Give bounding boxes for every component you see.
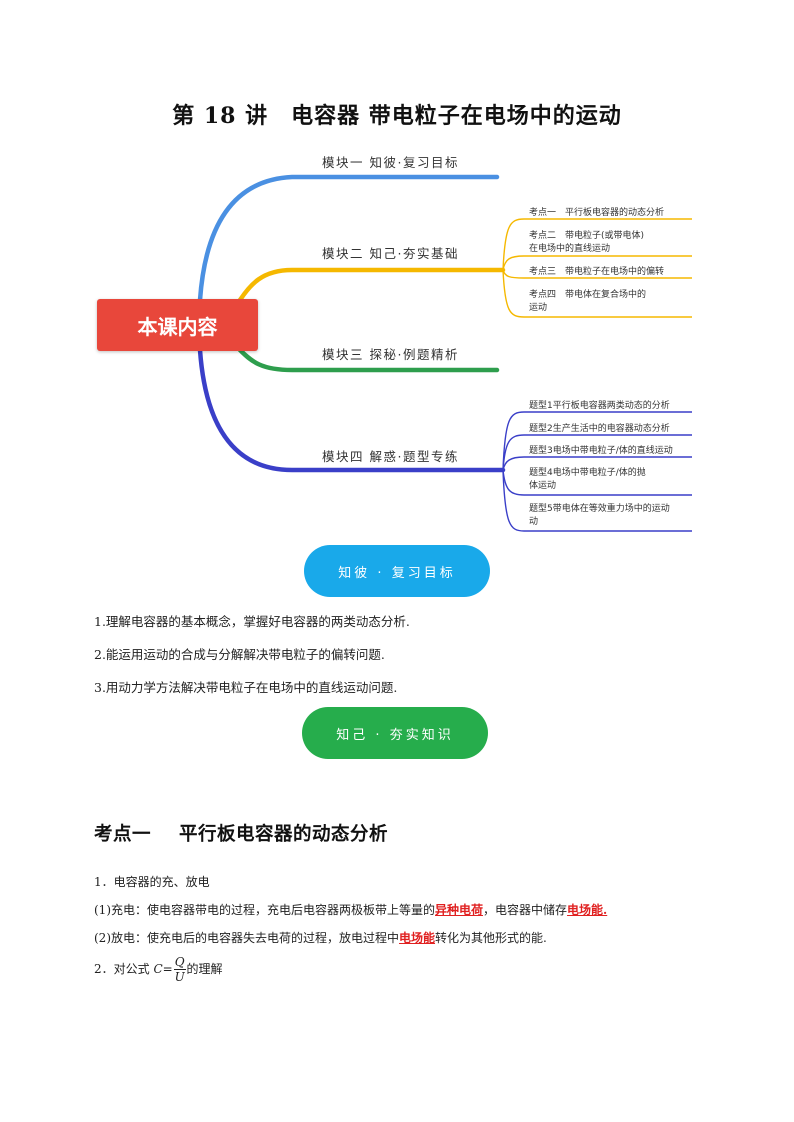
charge-text-mid: ，电容器中储存 <box>483 903 568 917</box>
charge-paragraph: (1)充电：使电容器带电的过程，充电后电容器两极板带上等量的异种电荷，电容器中储… <box>94 901 607 918</box>
sub-connector-2-2 <box>502 255 692 271</box>
sub-connector-2-1 <box>502 218 692 271</box>
formula-prefix: 2．对公式 <box>94 962 154 976</box>
sub-connector-4-2 <box>502 434 692 471</box>
sub-label-4-5: 题型5带电体在等效重力场中的运动动 <box>529 502 670 527</box>
sub-label-2-1: 考点一 平行板电容器的动态分析 <box>529 206 664 218</box>
goal-item-2: 2.能运用运动的合成与分解解决带电粒子的偏转问题. <box>94 647 385 662</box>
highlight-field-energy: 电场能. <box>567 903 608 917</box>
sub-label-2-4: 考点四 带电体在复合场中的运动 <box>529 288 646 313</box>
sub-label-4-1: 题型1平行板电容器两类动态的分析 <box>529 399 670 411</box>
sub-label-2-3-line: 考点三 带电粒子在电场中的偏转 <box>529 265 664 277</box>
branch-1-curve <box>197 174 500 303</box>
sub-label-4-3: 题型3电场中带电粒子/体的直线运动 <box>529 444 673 456</box>
formula-denominator: U <box>174 970 185 984</box>
section-number: 考点一 <box>94 824 152 845</box>
sub-label-4-3-line: 题型3电场中带电粒子/体的直线运动 <box>529 444 673 456</box>
sub-label-2-4-line-2: 运动 <box>529 302 547 313</box>
sub-connector-4-5 <box>502 469 692 532</box>
branch-label-1: 模块一 知彼·复习目标 <box>322 155 459 170</box>
discharge-text: (2)放电：使充电后的电容器失去电荷的过程，放电过程中 <box>94 931 400 945</box>
sub-label-4-5-line-1: 题型5带电体在等效重力场中的运动 <box>529 502 670 514</box>
sub-connector-4-1 <box>502 411 692 471</box>
branch-label-4: 模块四 解惑·题型专练 <box>322 449 459 464</box>
discharge-text-end: 转化为其他形式的能. <box>435 931 547 945</box>
branch-label-3: 模块三 探秘·例题精析 <box>322 347 459 362</box>
sub-label-4-1-line: 题型1平行板电容器两类动态的分析 <box>529 399 670 411</box>
sub-label-2-2-line-1: 考点二 带电粒子(或带电体) <box>529 229 644 241</box>
branch-3-curve <box>237 347 500 373</box>
sub-label-2-2-line-2: 在电场中的直线运动 <box>529 242 610 254</box>
branch-label-2: 模块二 知己·夯实基础 <box>322 246 459 261</box>
mind-map: 模块一 知彼·复习目标 模块二 知己·夯实基础 模块三 探秘·例题精析 模块四 … <box>197 155 692 532</box>
sub-label-4-2-line: 题型2生产生活中的电容器动态分析 <box>529 422 670 434</box>
sub-label-2-4-line-1: 考点四 带电体在复合场中的 <box>529 288 646 300</box>
sub-label-4-4: 题型4电场中带电粒子/体的抛体运动 <box>529 466 646 491</box>
sub-label-4-4-line-1: 题型4电场中带电粒子/体的抛 <box>529 466 646 478</box>
section-heading: 考点一 平行板电容器的动态分析 <box>94 820 388 846</box>
mindmap-root: 本课内容 <box>97 299 258 351</box>
formula-suffix: 的理解 <box>186 962 223 976</box>
formula-equals: = <box>162 962 173 976</box>
branch-2-curve <box>237 267 506 303</box>
sub-label-4-2: 题型2生产生活中的电容器动态分析 <box>529 422 670 434</box>
knowledge-badge: 知己 · 夯实知识 <box>302 707 488 759</box>
sub-label-4-4-line-2: 体运动 <box>529 479 556 491</box>
sub-connector-4-3 <box>502 456 692 471</box>
review-goals-badge: 知彼 · 复习目标 <box>304 545 490 597</box>
page-title: 第 18 讲 电容器 带电粒子在电场中的运动 <box>172 103 622 129</box>
goal-item-1: 1.理解电容器的基本概念，掌握好电容器的两类动态分析. <box>94 614 410 629</box>
highlight-opposite-charges: 异种电荷 <box>435 903 484 917</box>
item-1-heading: 1．电容器的充、放电 <box>94 875 210 889</box>
sub-label-2-3: 考点三 带电粒子在电场中的偏转 <box>529 265 664 277</box>
branch-4-curve <box>197 347 506 473</box>
sub-label-2-2: 考点二 带电粒子(或带电体)在电场中的直线运动 <box>529 229 644 254</box>
formula-numerator: Q <box>173 955 186 970</box>
formula-var-c: C <box>153 962 163 976</box>
sub-label-2-1-line: 考点一 平行板电容器的动态分析 <box>529 206 664 218</box>
highlight-field-energy-2: 电场能 <box>399 931 436 945</box>
goal-item-3: 3.用动力学方法解决带电粒子在电场中的直线运动问题. <box>94 680 398 695</box>
sub-label-4-5-line-2: 动 <box>529 516 538 527</box>
section-title: 平行板电容器的动态分析 <box>179 824 389 845</box>
sub-connector-2-4 <box>502 269 692 318</box>
discharge-paragraph: (2)放电：使充电后的电容器失去电荷的过程，放电过程中电场能转化为其他形式的能. <box>94 929 547 946</box>
charge-text: (1)充电：使电容器带电的过程，充电后电容器两极板带上等量的 <box>94 903 436 917</box>
